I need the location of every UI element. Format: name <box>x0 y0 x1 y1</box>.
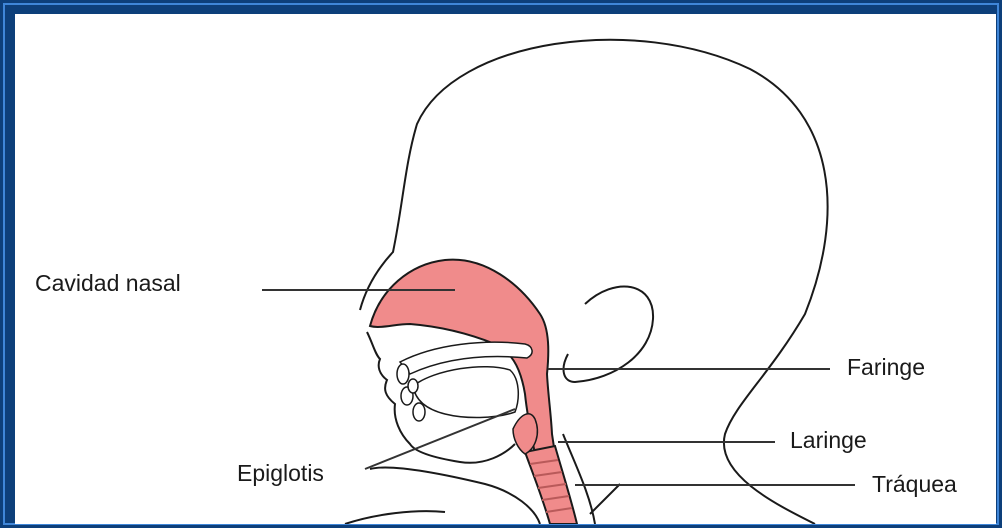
shoulder-line <box>590 484 620 514</box>
ear <box>564 286 654 382</box>
collar-line <box>345 511 445 524</box>
label-epiglottis: Epiglotis <box>237 462 324 485</box>
label-nasal-cavity: Cavidad nasal <box>35 272 181 295</box>
tongue <box>413 367 518 418</box>
diagram-canvas: Cavidad nasal Faringe Laringe Epiglotis … <box>15 14 996 524</box>
label-trachea: Tráquea <box>872 473 957 496</box>
label-pharynx: Faringe <box>847 356 925 379</box>
label-larynx: Laringe <box>790 429 867 452</box>
leader-line-epiglottis <box>365 409 515 469</box>
neck-front <box>370 467 540 524</box>
